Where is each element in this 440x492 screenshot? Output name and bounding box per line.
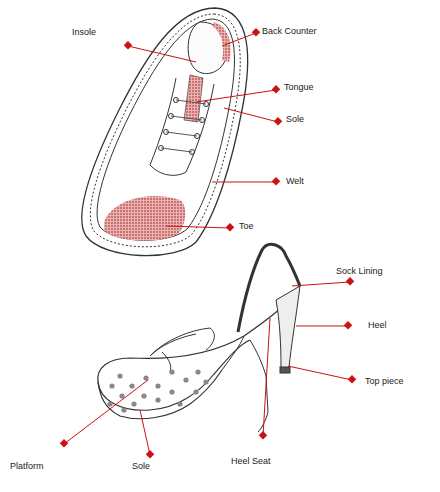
part-label: Back Counter xyxy=(262,26,317,37)
part-label: Welt xyxy=(286,176,304,187)
part-label: Heel Seat xyxy=(231,456,271,467)
toe-area xyxy=(104,196,185,241)
part-label: Sock Lining xyxy=(336,266,383,277)
oxford-shoe xyxy=(82,8,248,256)
part-label: Platform xyxy=(10,461,44,472)
part-label: Heel xyxy=(368,320,387,331)
leader-lines xyxy=(60,29,355,458)
part-label: Insole xyxy=(72,27,96,38)
part-label: Top piece xyxy=(365,376,404,387)
back-counter-area xyxy=(212,22,231,62)
part-label: Sole xyxy=(132,461,150,472)
part-label: Sole xyxy=(286,114,304,125)
sandal xyxy=(98,244,300,432)
part-label: Toe xyxy=(239,221,254,232)
part-label: Tongue xyxy=(284,82,314,93)
tongue-area xyxy=(184,75,203,122)
